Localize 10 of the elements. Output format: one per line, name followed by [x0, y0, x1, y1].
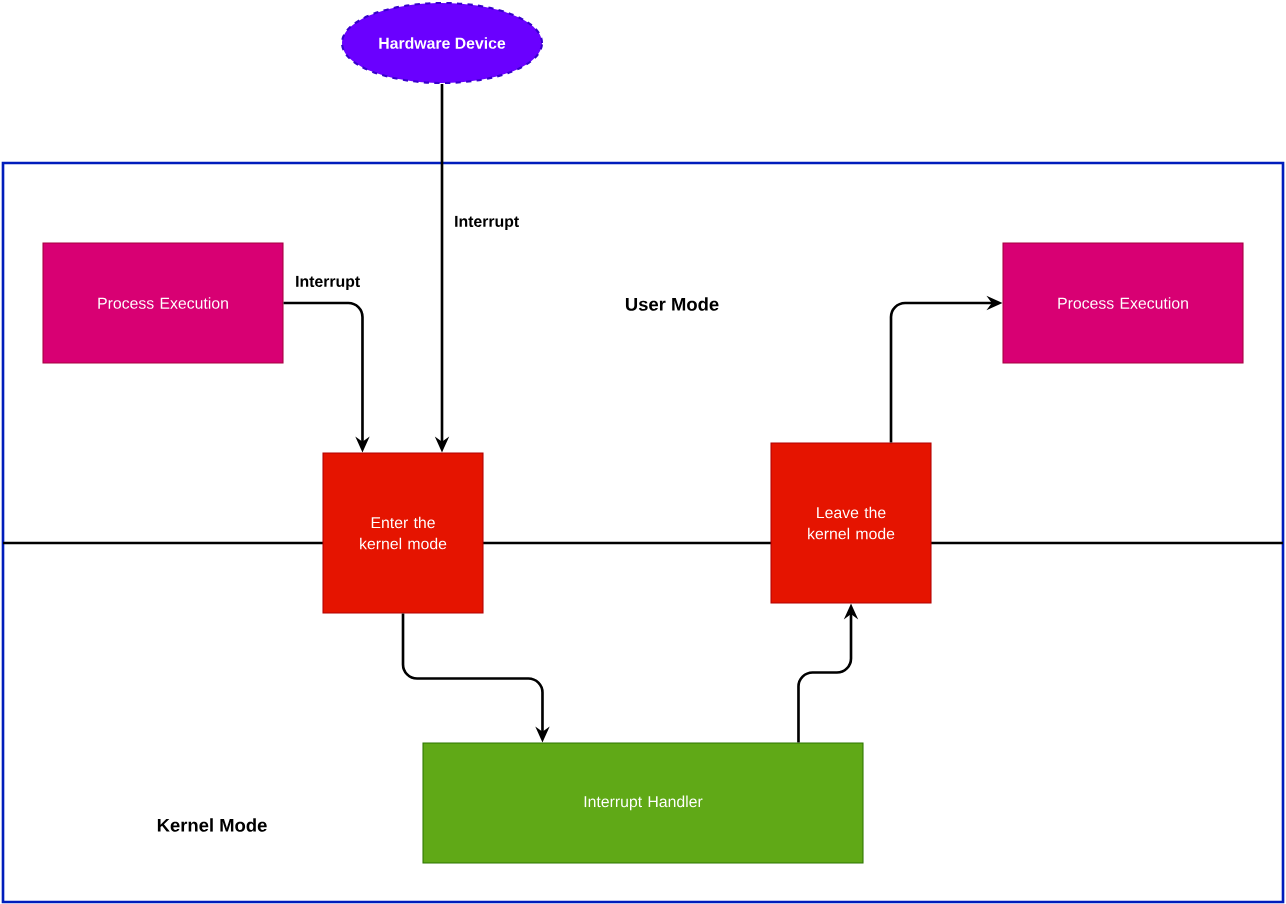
process-box: Process Execution: [42, 242, 284, 364]
edge-label: Interrupt: [452, 214, 521, 232]
process-box: Leave the kernel mode: [770, 442, 932, 604]
process-box: Enter the kernel mode: [322, 452, 484, 614]
edge-label: Interrupt: [293, 274, 362, 292]
process-box: Process Execution: [1002, 242, 1244, 364]
region-label: User Mode: [625, 297, 719, 311]
mode-frame: [1, 161, 1285, 904]
process-box: Interrupt Handler: [422, 742, 864, 864]
region-label: Kernel Mode: [157, 818, 267, 832]
